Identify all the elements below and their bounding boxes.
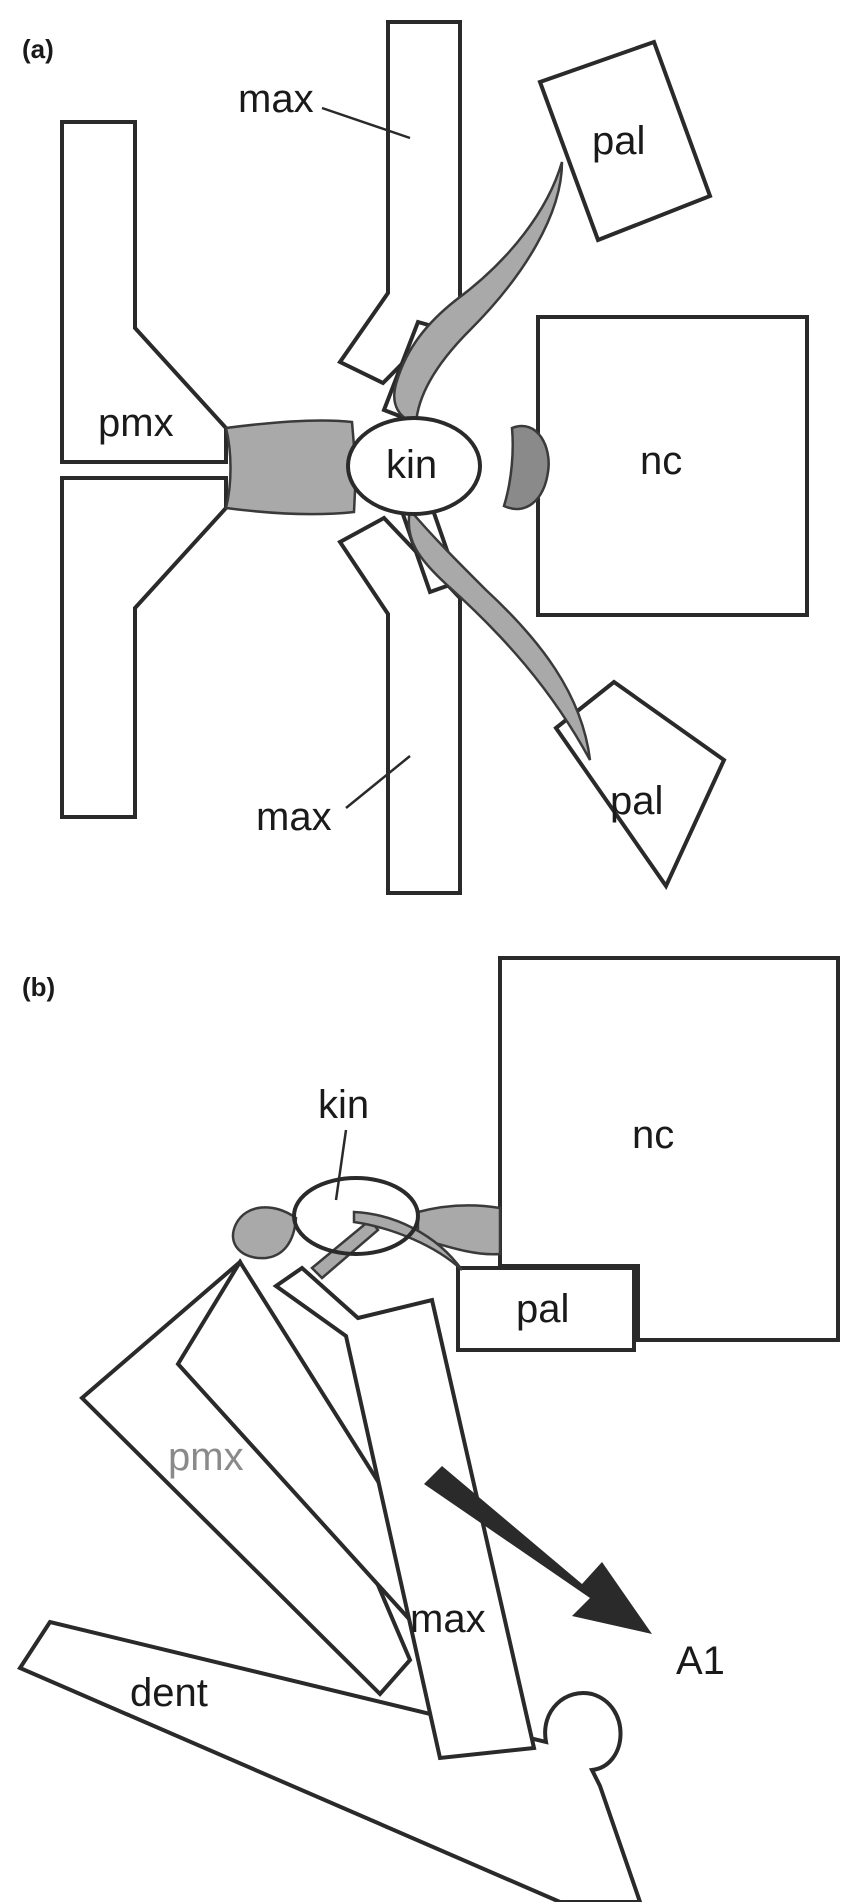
- neurocranium-box: [536, 315, 809, 617]
- label-pmx-b: pmx: [168, 1435, 244, 1479]
- panel-a-label: (a): [22, 34, 54, 64]
- kin-leader-b: [334, 1129, 348, 1201]
- kinethmoid-bone-b: [292, 1176, 420, 1256]
- dentary-bone: [17, 1619, 643, 1902]
- kinethmoid-nc-cartilage: [502, 424, 550, 511]
- maxilla-kinethmoid-ligament-b: [310, 1218, 380, 1280]
- label-pal-lower: pal: [610, 779, 663, 823]
- panel-b: (b) kin nc pal pmx max dent A1: [17, 956, 840, 1902]
- max-bottom-leader: [345, 755, 411, 809]
- label-pmx: pmx: [98, 401, 174, 445]
- label-max-b: max: [410, 1597, 486, 1641]
- lower-palatine-ligament: [407, 507, 592, 761]
- panel-a: (a) max pal pmx kin nc max p: [22, 20, 809, 895]
- panel-b-label: (b): [22, 972, 55, 1002]
- palatine-kinethmoid-ligament-b: [352, 1210, 464, 1271]
- label-kin-b: kin: [318, 1083, 369, 1127]
- max-top-leader: [321, 106, 411, 140]
- premaxilla-kinethmoid-ligament: [224, 419, 358, 516]
- label-pal-b: pal: [516, 1287, 569, 1331]
- kinethmoid-bone: [346, 416, 482, 516]
- label-dent-b: dent: [130, 1671, 208, 1715]
- label-pal-upper: pal: [592, 119, 645, 163]
- palatine-bone-b: [456, 1266, 636, 1352]
- label-max-lower: max: [256, 795, 332, 839]
- label-nc: nc: [640, 439, 682, 483]
- premaxilla-kinethmoid-ligament-b: [231, 1206, 298, 1260]
- palatine-upper-bone: [537, 39, 713, 243]
- upper-palatine-ligament: [393, 161, 564, 426]
- label-nc-b: nc: [632, 1113, 674, 1157]
- maxilla-upper-bone: [337, 20, 462, 386]
- arrow-a1: [424, 1466, 652, 1634]
- premaxilla-lower-bone: [60, 476, 228, 819]
- palatine-lower-bone: [553, 679, 727, 891]
- label-max-upper: max: [238, 77, 314, 121]
- label-kin: kin: [386, 443, 437, 487]
- label-arrow-a1: A1: [676, 1639, 725, 1683]
- maxilla-lower-bone: [337, 515, 462, 895]
